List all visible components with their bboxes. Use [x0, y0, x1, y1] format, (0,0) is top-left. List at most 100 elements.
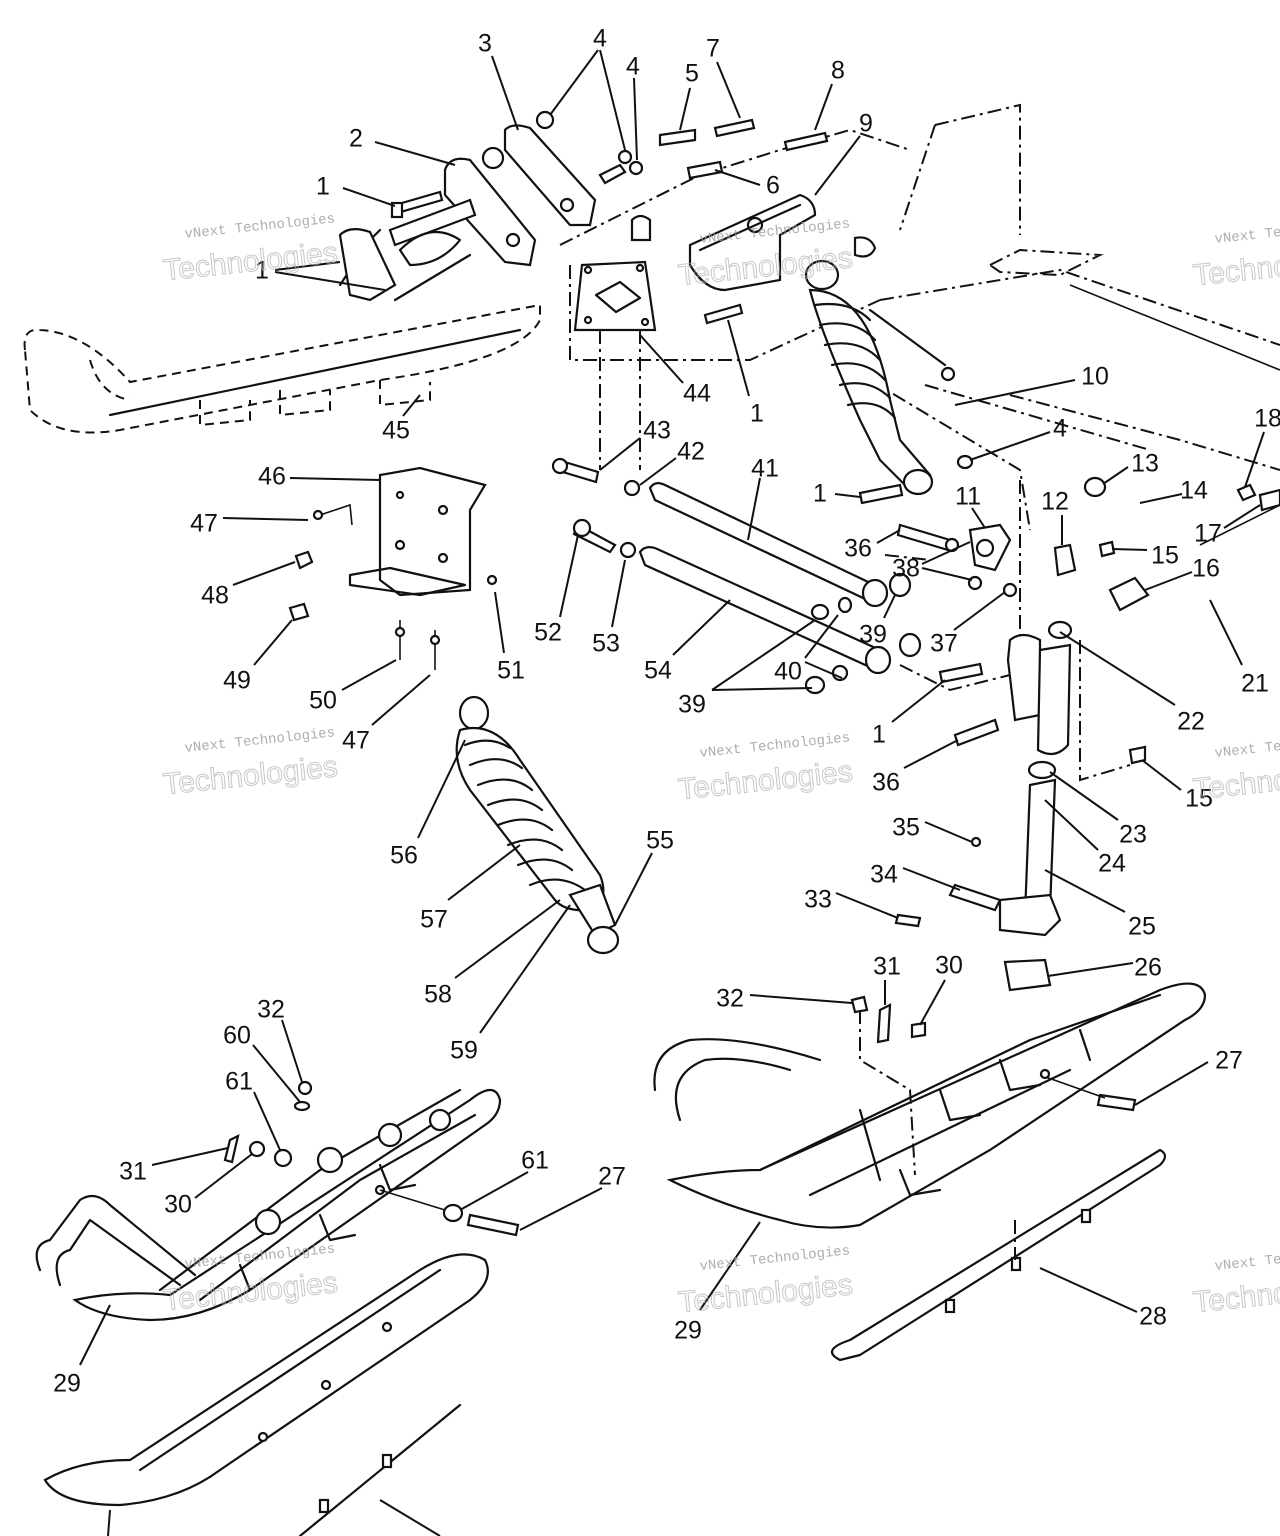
- callout-c1b: 1: [255, 257, 269, 285]
- left-upper-ski-outline: [23, 228, 541, 434]
- watermark-text: vNext Technologies: [1214, 1243, 1280, 1275]
- callout-c1d: 1: [813, 480, 827, 508]
- callout-c33: 33: [804, 886, 832, 914]
- callout-c30b: 30: [164, 1191, 192, 1219]
- callout-c47a: 47: [190, 510, 218, 538]
- callout-c45: 45: [382, 417, 410, 445]
- plate-44: [573, 260, 657, 332]
- watermark-outline-text: Technologies: [677, 1268, 855, 1319]
- callout-c31b: 31: [119, 1158, 147, 1186]
- callout-c31a: 31: [873, 953, 901, 981]
- top-bolts: [390, 110, 829, 325]
- callout-c29a: 29: [674, 1317, 702, 1345]
- callout-c32a: 32: [716, 985, 744, 1013]
- leader-lines: [79, 49, 1265, 1536]
- callout-c1e: 1: [872, 721, 886, 749]
- callout-c47b: 47: [342, 727, 370, 755]
- chassis-outline: [559, 103, 1280, 782]
- callout-c23: 23: [1119, 821, 1147, 849]
- callout-c14: 14: [1180, 477, 1208, 505]
- callout-c30a: 30: [935, 952, 963, 980]
- callout-c48: 48: [201, 582, 229, 610]
- callout-c53: 53: [592, 630, 620, 658]
- callout-c36a: 36: [844, 535, 872, 563]
- callout-c12: 12: [1041, 488, 1069, 516]
- callout-c15b: 15: [1185, 785, 1213, 813]
- callout-c61b: 61: [521, 1147, 549, 1175]
- callout-c5: 5: [685, 60, 699, 88]
- callout-c22: 22: [1177, 708, 1205, 736]
- callout-c35: 35: [892, 814, 920, 842]
- callout-c4a: 4: [593, 25, 607, 53]
- upper-link-bracket: [688, 193, 877, 292]
- upper-brackets: [388, 124, 597, 302]
- callout-c27a: 27: [1215, 1047, 1243, 1075]
- watermark-outline-text: Technologies: [1192, 241, 1280, 292]
- callout-c39a: 39: [859, 621, 887, 649]
- mount-bracket-46: [288, 466, 498, 670]
- callout-c37: 37: [930, 630, 958, 658]
- watermark-outline-text: Technologies: [162, 750, 340, 801]
- callout-c60: 60: [223, 1022, 251, 1050]
- callout-c2: 2: [349, 125, 363, 153]
- callout-c52: 52: [534, 619, 562, 647]
- callout-c15a: 15: [1151, 542, 1179, 570]
- callout-c27b: 27: [598, 1163, 626, 1191]
- callout-c55: 55: [646, 827, 674, 855]
- callout-c1c: 1: [750, 400, 764, 428]
- callout-c29b: 29: [53, 1370, 81, 1398]
- callout-c43: 43: [643, 417, 671, 445]
- callout-c28: 28: [1139, 1303, 1167, 1331]
- watermark-outline-text: Technologies: [162, 236, 340, 287]
- left-lower-ski: [35, 1080, 520, 1536]
- callout-c4c: 4: [1053, 415, 1067, 443]
- left-shock-absorber: [455, 695, 620, 955]
- callout-c38: 38: [892, 555, 920, 583]
- callout-c57: 57: [420, 906, 448, 934]
- callout-c17: 17: [1194, 520, 1222, 548]
- callout-c26: 26: [1134, 954, 1162, 982]
- watermark-text: vNext Technologies: [1214, 216, 1280, 248]
- right-ski: [653, 982, 1207, 1362]
- callout-c58: 58: [424, 981, 452, 1009]
- callout-c56: 56: [390, 842, 418, 870]
- callout-c16: 16: [1192, 555, 1220, 583]
- callout-c44: 44: [683, 380, 711, 408]
- callout-c6: 6: [766, 172, 780, 200]
- watermark-outline-text: Technologies: [1192, 1268, 1280, 1319]
- callout-c34: 34: [870, 861, 898, 889]
- callout-c61a: 61: [225, 1068, 253, 1096]
- watermark-text: vNext Technologies: [1214, 730, 1280, 762]
- callout-c13: 13: [1131, 450, 1159, 478]
- callout-c10: 10: [1081, 363, 1109, 391]
- watermark-outline-text: Technologies: [1192, 755, 1280, 806]
- callout-c40: 40: [774, 658, 802, 686]
- callout-c46: 46: [258, 463, 286, 491]
- callout-c42: 42: [677, 438, 705, 466]
- callout-c49: 49: [223, 667, 251, 695]
- callout-c8: 8: [831, 57, 845, 85]
- callout-c32b: 32: [257, 996, 285, 1024]
- callout-c54: 54: [644, 657, 672, 685]
- callout-c4b: 4: [626, 53, 640, 81]
- callout-c39b: 39: [678, 691, 706, 719]
- callout-c21: 21: [1241, 670, 1269, 698]
- watermark-outline-text: Technologies: [677, 755, 855, 806]
- callout-c41: 41: [751, 455, 779, 483]
- callout-c59: 59: [450, 1037, 478, 1065]
- callout-c36b: 36: [872, 769, 900, 797]
- right-spindle: [858, 454, 1280, 992]
- callout-c11: 11: [955, 483, 981, 511]
- callout-c3: 3: [478, 30, 492, 58]
- callout-c7: 7: [706, 35, 720, 63]
- callout-c18: 18: [1254, 405, 1280, 433]
- callout-c9: 9: [859, 110, 873, 138]
- right-shock-absorber: [804, 259, 956, 496]
- callout-c24: 24: [1098, 850, 1126, 878]
- callout-c51: 51: [497, 657, 525, 685]
- callout-c50: 50: [309, 687, 337, 715]
- callout-c25: 25: [1128, 913, 1156, 941]
- callout-c1a: 1: [316, 173, 330, 201]
